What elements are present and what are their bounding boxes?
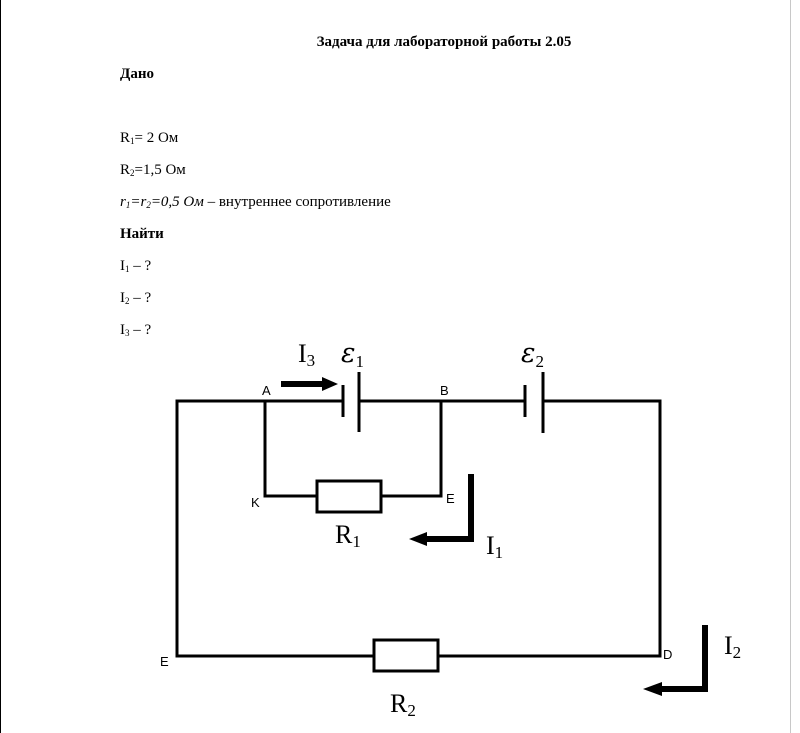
given-r2: R2=1,5 Ом [120, 162, 186, 179]
internal-value: =0,5 Ом [150, 194, 204, 210]
given-r2-symbol: R [120, 162, 131, 178]
internal-r1-symbol: r [120, 194, 126, 210]
node-e-outer-label: E [160, 654, 169, 669]
resistor-r2 [372, 638, 440, 673]
document-title: Задача для лабораторной работы 2.05 [316, 34, 572, 50]
find-i3: I3 – ? [120, 322, 151, 339]
given-r2-sub: 2 [130, 168, 135, 178]
find-i3-sub: 3 [125, 328, 130, 338]
current3-arrow [281, 377, 338, 391]
resistor2-label: R2 [390, 689, 416, 720]
current3-label: I3 [298, 339, 315, 370]
wire-right-loop [438, 399, 662, 658]
find-i2-symbol: I [120, 290, 125, 306]
emf1-label: ε1 [341, 338, 364, 371]
emf2-label: ε2 [521, 338, 544, 371]
given-r1-value: = 2 Ом [134, 130, 179, 146]
find-i3-symbol: I [120, 322, 125, 338]
given-r1-sub: 1 [130, 136, 135, 146]
current2-label: I2 [724, 631, 741, 662]
find-i3-rest: – ? [129, 322, 152, 338]
given-r2-value: =1,5 Ом [134, 162, 186, 178]
wire-left-loop [175, 399, 374, 658]
find-i1-rest: – ? [129, 258, 152, 274]
given-heading: Дано [120, 66, 154, 82]
find-i1-symbol: I [120, 258, 125, 274]
find-heading: Найти [120, 226, 164, 242]
find-i2-rest: – ? [129, 290, 152, 306]
given-internal-r1: r1=r2=0,5 Ом [120, 194, 204, 210]
node-e-inner-label: E [446, 491, 455, 506]
find-i1: I1 – ? [120, 258, 151, 275]
node-b-label: B [440, 383, 449, 398]
internal-description: – внутреннее сопротивление [203, 194, 391, 210]
internal-r1-sub: 1 [125, 200, 131, 210]
page-left-border [0, 0, 1, 733]
internal-r2-symbol: r [140, 194, 147, 210]
current1-arrow [409, 474, 474, 546]
find-i2: I2 – ? [120, 290, 151, 307]
current2-arrow [643, 625, 708, 696]
node-d-label: D [663, 647, 672, 662]
given-r1-symbol: R [120, 130, 131, 146]
wire-branch-left [263, 401, 317, 498]
given-r1: R1= 2 Ом [120, 130, 178, 147]
resistor1-label: R1 [335, 520, 361, 551]
given-internal-resistance: r1=r2=0,5 Ом – внутреннее сопротивление [120, 194, 391, 211]
find-i1-sub: 1 [125, 264, 130, 274]
page-right-border [790, 0, 791, 733]
current1-label: I1 [486, 531, 503, 562]
node-a-label: A [262, 383, 271, 398]
wire-branch-right [381, 401, 443, 498]
node-k-label: K [251, 495, 260, 510]
resistor-r1 [315, 479, 383, 514]
internal-r2-sub: 2 [146, 200, 151, 210]
internal-eq: = [130, 194, 141, 210]
find-i2-sub: 2 [125, 296, 130, 306]
